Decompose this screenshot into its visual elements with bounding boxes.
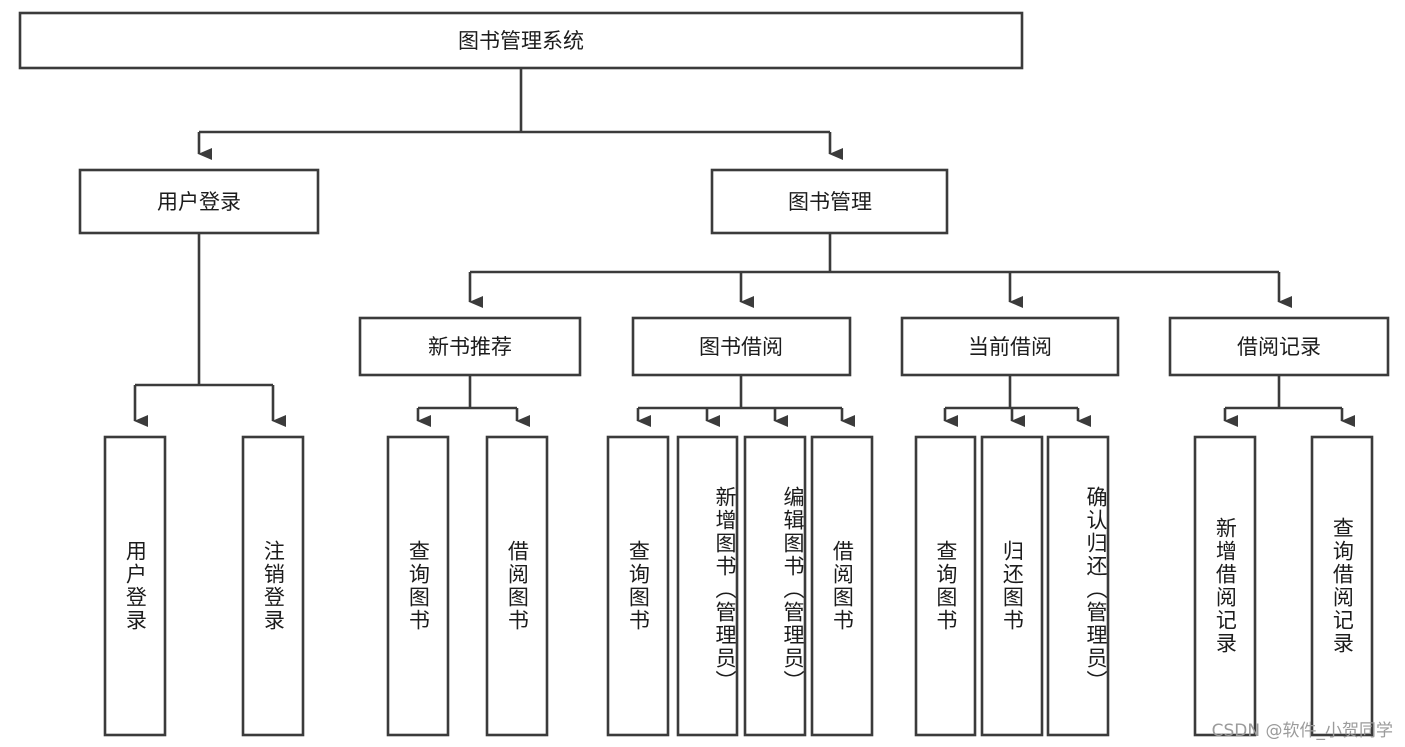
node-user-login[interactable]: 用户登录 xyxy=(78,168,320,235)
node-current-borrow-label: 当前借阅 xyxy=(968,335,1052,359)
node-user-login-label: 用户登录 xyxy=(157,190,241,214)
node-query-book-2-box[interactable] xyxy=(606,435,670,737)
node-book-borrow-label: 图书借阅 xyxy=(699,335,783,359)
node-query-borrow-record-box[interactable] xyxy=(1310,435,1374,737)
connector-group-user-login xyxy=(133,233,286,427)
connector-group-new-book-rec xyxy=(416,375,530,427)
connector-group-borrow-record xyxy=(1223,375,1355,427)
node-user-logout-box[interactable] xyxy=(241,435,305,737)
node-book-manage[interactable]: 图书管理 xyxy=(710,168,949,235)
node-book-borrow-box[interactable] xyxy=(631,316,852,377)
node-new-book-rec[interactable]: 新书推荐 xyxy=(358,316,582,377)
node-current-borrow[interactable]: 当前借阅 xyxy=(900,316,1120,377)
node-new-book-rec-label: 新书推荐 xyxy=(428,335,512,359)
node-query-book-3-box[interactable] xyxy=(914,435,977,737)
node-confirm-return-admin-box[interactable] xyxy=(1046,435,1110,737)
leaf-boxes xyxy=(103,435,1374,737)
node-root-label: 图书管理系统 xyxy=(458,29,584,53)
node-borrow-record-box[interactable] xyxy=(1168,316,1390,377)
node-book-borrow[interactable]: 图书借阅 xyxy=(631,316,852,377)
node-current-borrow-box[interactable] xyxy=(900,316,1120,377)
node-root[interactable]: 图书管理系统 xyxy=(18,11,1024,70)
node-borrow-book-1-box[interactable] xyxy=(485,435,549,737)
node-root-box[interactable] xyxy=(18,11,1024,70)
connector-group-current-borrow xyxy=(943,375,1091,427)
node-add-book-admin-box[interactable] xyxy=(676,435,739,737)
node-borrow-record-label: 借阅记录 xyxy=(1237,335,1321,359)
node-edit-book-admin-box[interactable] xyxy=(743,435,807,737)
connector-group-root xyxy=(197,68,843,160)
node-new-book-rec-box[interactable] xyxy=(358,316,582,377)
node-borrow-record[interactable]: 借阅记录 xyxy=(1168,316,1390,377)
node-add-borrow-record-box[interactable] xyxy=(1193,435,1257,737)
node-borrow-book-2-box[interactable] xyxy=(810,435,874,737)
node-book-manage-box[interactable] xyxy=(710,168,949,235)
node-query-book-1-box[interactable] xyxy=(386,435,450,737)
connector-group-book-borrow xyxy=(636,375,855,427)
connector-group-book-manage xyxy=(468,233,1292,308)
node-user-login-box[interactable] xyxy=(78,168,320,235)
node-user-login-do-box[interactable] xyxy=(103,435,167,737)
node-book-manage-label: 图书管理 xyxy=(788,190,872,214)
csdn-watermark: CSDN @软件_小贺同学 xyxy=(1211,721,1393,741)
node-return-book-box[interactable] xyxy=(980,435,1044,737)
